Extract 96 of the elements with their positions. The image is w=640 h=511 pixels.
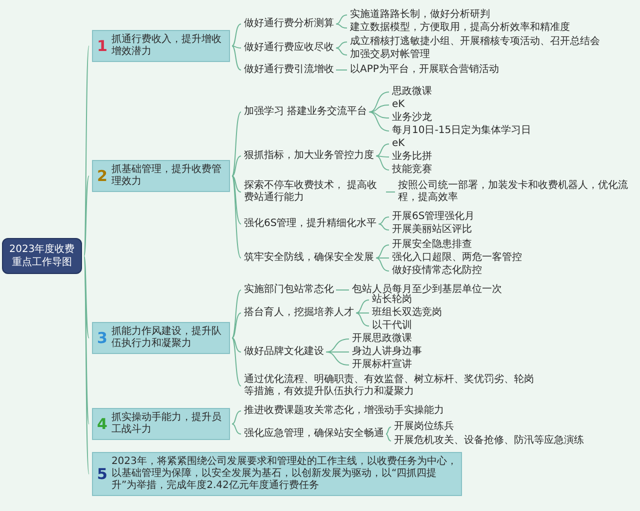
branch-box bbox=[92, 160, 230, 192]
root-topic: 2023年度收费重点工作导图 bbox=[2, 238, 82, 274]
branch-number: 1 bbox=[97, 38, 108, 54]
connector-line bbox=[378, 216, 390, 224]
connector-line bbox=[232, 46, 242, 70]
topic-text: 开展6S管理强化月 bbox=[392, 211, 475, 223]
connector-line bbox=[232, 46, 242, 48]
topic-text: 每月10日-15日定为集体学习日 bbox=[392, 125, 532, 137]
topic-text: 开展安全隐患排查 bbox=[392, 239, 472, 251]
connector-line bbox=[232, 410, 242, 424]
topic-text: 搭台育人，挖掘培养人才 bbox=[244, 307, 354, 319]
connector-line bbox=[326, 338, 350, 352]
connector-line bbox=[232, 176, 242, 224]
topic-text: 做好疫情常态化防控 bbox=[392, 265, 482, 277]
topic-text: 做好通行费引流增收 bbox=[244, 64, 334, 76]
branch-number: 4 bbox=[97, 416, 108, 432]
topic-text: 开展美丽站区评比 bbox=[392, 224, 472, 236]
topic-text: 技能竞赛 bbox=[392, 164, 432, 176]
connector-line bbox=[232, 338, 242, 386]
connector-line bbox=[368, 112, 390, 132]
connector-line bbox=[368, 112, 390, 118]
topic-text: 强化应急管理，确保站安全畅通 bbox=[244, 428, 384, 440]
topic-text: 建立数据模型，方便取用，提高分析效率和精准度 bbox=[350, 22, 570, 34]
connector-line bbox=[232, 424, 242, 434]
topic-text: 实施道路路长制，做好分析研判 bbox=[350, 9, 490, 21]
topic-text: 筑牢安全防线，确保安全发展 bbox=[244, 252, 374, 264]
topic-text: eK bbox=[392, 99, 405, 111]
topic-text: 身边人讲身边事 bbox=[352, 346, 422, 358]
branch-number: 5 bbox=[97, 466, 108, 482]
connector-line bbox=[336, 48, 348, 56]
topic-text: 成立稽核打逃敏捷小组、开展稽核专项活动、召开总结会 bbox=[350, 36, 600, 48]
topic-text: 站长轮岗 bbox=[372, 294, 412, 306]
topic-text: 思政微课 bbox=[392, 86, 432, 98]
topic-text: 强化6S管理，提升精细化水平 bbox=[244, 218, 377, 230]
branch-title: 抓能力作风建设，提升队伍执行力和凝聚力 bbox=[111, 326, 222, 350]
topic-text: 狠抓指标，加大业务管控力度 bbox=[244, 150, 374, 162]
topic-text: 做好通行费应收尽收 bbox=[244, 42, 334, 54]
topic-text: 探索不停车收费技术， 提高收费站通行能力 bbox=[244, 180, 384, 204]
connector-line bbox=[356, 312, 370, 326]
topic-text: 加强交易对帐管理 bbox=[350, 49, 430, 61]
topic-text: 开展思政微课 bbox=[352, 333, 412, 345]
topic-text: 强化入口超限、两危一客管控 bbox=[392, 252, 522, 264]
branch-title: 2023年，将紧紧围绕公司发展要求和管理处的工作主线，以收费任务为中心，以基础管理为保障，以安全发展为基石，以创新发展为驱动，以“四抓四提升”为举措，完成年度2.42亿元年度通行费任务 bbox=[111, 456, 457, 492]
topic-text: 按照公司统一部署，加装发卡和收费机器人，优化流程，提高效率 bbox=[398, 180, 634, 204]
connector-line bbox=[356, 300, 370, 314]
branch-title: 抓通行费收入，提升增收增效潜力 bbox=[111, 34, 222, 58]
connector-line bbox=[376, 156, 390, 170]
connector-line bbox=[84, 256, 90, 338]
connector-line bbox=[232, 112, 242, 176]
topic-text: 做好品牌文化建设 bbox=[244, 346, 324, 358]
connector-line bbox=[376, 258, 390, 272]
branch-box bbox=[92, 408, 230, 440]
branch-title: 抓基础管理，提升收费管理效力 bbox=[111, 164, 222, 188]
connector-line bbox=[326, 352, 350, 366]
connector-line bbox=[336, 24, 348, 28]
connector-line bbox=[84, 256, 90, 424]
topic-text: 推进收费课题攻关常态化，增强动手实操能力 bbox=[244, 405, 444, 417]
connector-line bbox=[232, 24, 242, 46]
connector-line bbox=[356, 312, 370, 314]
connector-line bbox=[386, 434, 392, 442]
connector-line bbox=[376, 156, 390, 158]
connector-line bbox=[376, 244, 390, 258]
connector-line bbox=[84, 256, 90, 474]
branch-number: 3 bbox=[97, 330, 108, 346]
topic-text: 以干代训 bbox=[372, 320, 412, 332]
connector-line bbox=[368, 92, 390, 112]
connector-line bbox=[376, 144, 390, 156]
branch-box bbox=[92, 30, 230, 62]
topic-text: 开展岗位练兵 bbox=[394, 421, 454, 433]
topic-text: 通过优化流程、明确职责、有效监督、树立标杆、奖优罚劣、轮岗等措施，有效提升队伍执行力和凝聚力 bbox=[244, 374, 534, 398]
topic-text: 做好通行费分析测算 bbox=[244, 18, 334, 30]
topic-text: 班组长双选竞岗 bbox=[372, 307, 442, 319]
branch-number: 2 bbox=[97, 168, 108, 184]
connector-line bbox=[232, 312, 242, 338]
topic-text: 以APP为平台，开展联合营销活动 bbox=[350, 64, 499, 76]
connector-line bbox=[84, 46, 90, 256]
connector-line bbox=[232, 156, 242, 176]
topic-text: 开展危机攻关、设备抢修、防汛等应急演练 bbox=[394, 435, 584, 447]
connector-line bbox=[232, 290, 242, 338]
connector-line bbox=[336, 42, 348, 48]
topic-text: eK bbox=[392, 138, 405, 150]
topic-text: 加强学习 搭建业务交流平台 bbox=[244, 106, 368, 118]
branch-title: 抓实操动手能力，提升员工战斗力 bbox=[111, 412, 222, 436]
topic-text: 实施部门包站常态化 bbox=[244, 284, 334, 296]
branch-box bbox=[92, 322, 230, 354]
connector-line bbox=[232, 176, 242, 192]
topic-text: 开展标杆宣讲 bbox=[352, 359, 412, 371]
connector-line bbox=[336, 14, 348, 24]
topic-text: 业务沙龙 bbox=[392, 112, 432, 124]
topic-text: 业务比拼 bbox=[392, 151, 432, 163]
connector-line bbox=[386, 426, 392, 434]
connector-line bbox=[378, 224, 390, 230]
connector-line bbox=[84, 176, 90, 256]
connector-line bbox=[232, 176, 242, 258]
branch-box bbox=[92, 452, 462, 496]
connector-line bbox=[232, 338, 242, 352]
